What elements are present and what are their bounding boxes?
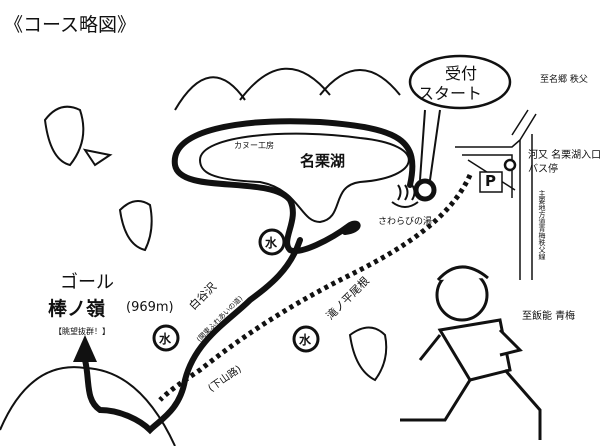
parking-box — [479, 171, 503, 193]
water-label: 水 — [265, 236, 278, 250]
start-marker — [413, 178, 437, 202]
onsen-label: さわらびの湯 — [378, 217, 433, 227]
bus-stop-label-2: バス停 — [528, 164, 558, 175]
runner-illustration — [400, 265, 542, 440]
start-label-2: スタート — [418, 84, 483, 103]
bird-illustrations — [43, 105, 388, 382]
start-bubble — [408, 54, 512, 110]
roads — [455, 109, 537, 280]
map-title: 《コース略図》 — [4, 14, 137, 36]
lake-outline — [198, 132, 410, 224]
lake-name: 名栗湖 — [300, 152, 346, 170]
to-south-label: 至飯能 青梅 — [522, 311, 576, 322]
onsen-icon — [391, 184, 419, 208]
hiking-trail — [82, 118, 416, 435]
water-label: 水 — [299, 333, 312, 347]
main-road-label: 主要地方道青梅秩父線 — [538, 190, 546, 260]
peak-elevation: (969m) — [126, 300, 174, 315]
parking-label: P — [485, 172, 496, 190]
bus-stop-label-1: 河又 名栗湖入口 — [528, 150, 602, 161]
start-label-1: 受付 — [444, 64, 477, 83]
summit-triangle — [73, 335, 97, 362]
water-icon — [152, 324, 180, 352]
water-label: 水 — [159, 332, 172, 346]
canoe-workshop-label: カヌー工房 — [234, 141, 274, 150]
start-bubble-pointer — [419, 109, 441, 181]
peak-name: 棒ノ嶺 — [48, 298, 106, 320]
water-icon — [292, 325, 320, 353]
water-icon — [258, 228, 286, 256]
view-note: 【眺望抜群！】 — [54, 327, 110, 336]
bus-stop-icon — [503, 158, 517, 172]
to-north-label: 至名郷 秩父 — [540, 75, 588, 85]
goal-label: ゴール — [60, 272, 114, 293]
